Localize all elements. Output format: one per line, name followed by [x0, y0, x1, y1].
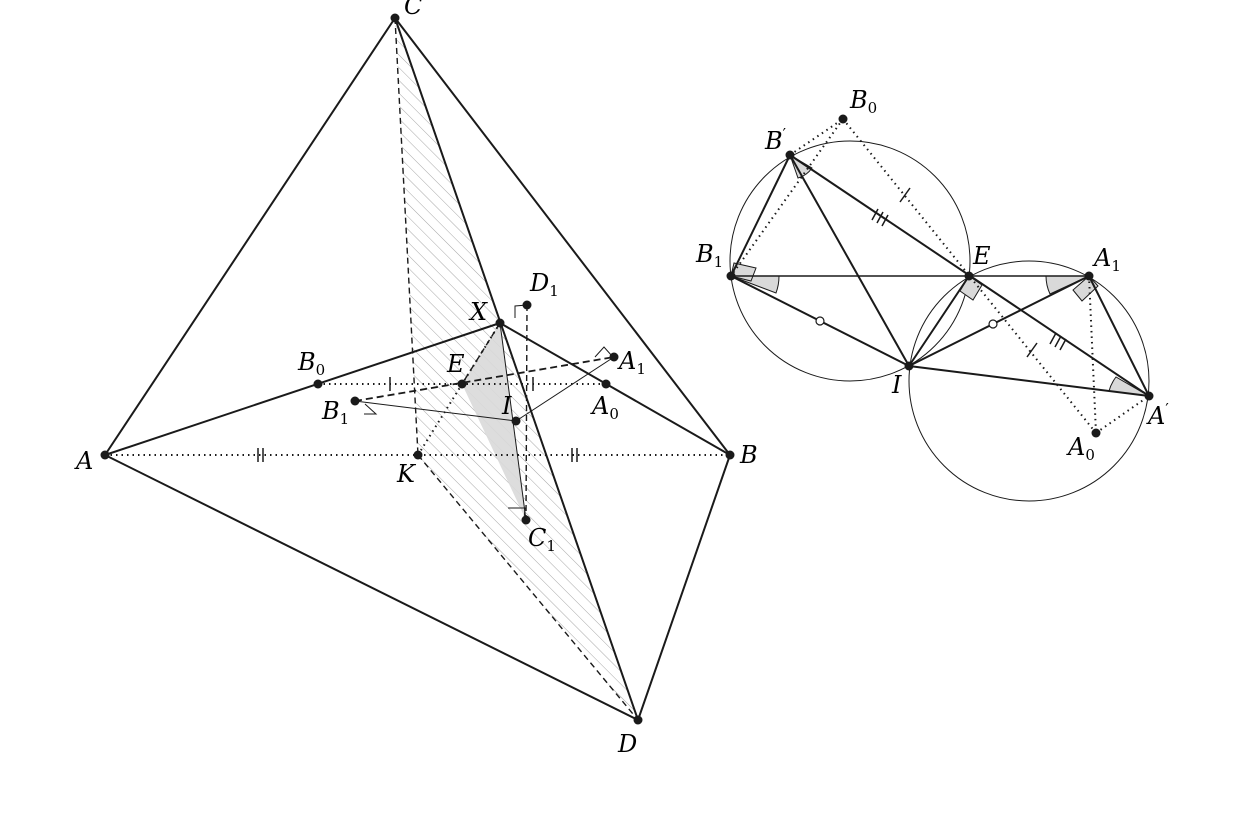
seg-I-A1	[908, 275, 1090, 367]
label-D1: D1	[529, 269, 559, 300]
hidden-D1C1	[525, 304, 528, 521]
left-labels: C A B D K X E I B0 A0 B1 A1 D1 C1	[74, 0, 758, 758]
label-X: X	[468, 298, 488, 326]
label-B0-right: B0	[849, 86, 877, 117]
dot-A0-Ap	[1095, 395, 1150, 434]
label-C1: C1	[528, 524, 556, 555]
point-Aprime	[1144, 391, 1154, 401]
hidden-CK	[394, 17, 419, 456]
equal-circle-mark	[815, 316, 825, 326]
dotted-KX	[417, 322, 501, 456]
point-I	[511, 416, 521, 426]
tick-mark	[1054, 335, 1062, 348]
right-labels: B0 B′ B1 E A1 I A′ A0	[695, 86, 1169, 464]
point-B	[725, 450, 735, 460]
point-E	[457, 379, 467, 389]
circles-figure	[729, 118, 1150, 502]
label-A1-right: A1	[1092, 244, 1121, 275]
right-points	[726, 114, 1154, 438]
point-B1-right	[726, 271, 736, 281]
label-B: B	[739, 441, 758, 469]
edge-AD	[104, 454, 639, 721]
seg-Bp-I	[789, 154, 910, 367]
point-A0-right	[1091, 428, 1101, 438]
point-I-right	[904, 361, 914, 371]
edge-CB	[394, 17, 731, 456]
label-A0-right: A0	[1066, 433, 1095, 464]
tick-mark	[1059, 338, 1067, 351]
label-A: A	[74, 447, 93, 475]
hatched-plane	[395, 18, 638, 720]
seg-A1-Ap	[1088, 275, 1150, 397]
equal-circle-mark	[988, 319, 998, 329]
thin-IA1	[515, 356, 615, 422]
edge-CA	[104, 17, 396, 456]
point-B0-right	[838, 114, 848, 124]
point-C	[390, 13, 400, 23]
angle-marker	[789, 153, 813, 179]
label-E: E	[446, 350, 465, 378]
point-D1	[522, 300, 532, 310]
tick-mark	[1049, 332, 1057, 345]
point-X	[495, 318, 505, 328]
point-Bprime	[785, 150, 795, 160]
point-C1	[521, 515, 531, 525]
label-E-right: E	[972, 242, 991, 270]
label-Aprime: A′	[1146, 400, 1169, 430]
point-B1	[350, 396, 360, 406]
tetrahedron-figure	[104, 17, 731, 721]
point-A1	[609, 352, 619, 362]
circle-right	[908, 260, 1150, 502]
thin-IB1	[354, 400, 517, 422]
shaded-triangle	[462, 323, 526, 520]
seg-I-E	[908, 275, 970, 367]
edge-XB	[499, 322, 731, 456]
dot-A1-A0	[1088, 275, 1097, 434]
point-E-right	[964, 271, 974, 281]
dot-B0-B1	[730, 118, 844, 277]
label-D: D	[617, 730, 637, 758]
label-Bprime: B′	[764, 125, 787, 155]
hidden-KD	[417, 454, 639, 721]
label-B1: B1	[321, 397, 349, 428]
label-B1-right: B1	[695, 240, 723, 271]
right-angle-mark	[364, 403, 378, 415]
tick-mark	[876, 211, 884, 224]
dot-Bp-B0	[789, 118, 844, 156]
tick-mark	[881, 214, 889, 227]
left-points	[100, 13, 735, 725]
point-A1-right	[1084, 271, 1094, 281]
point-B0	[313, 379, 323, 389]
right-angle-mark	[594, 346, 613, 358]
label-K: K	[396, 460, 417, 488]
circle-left	[729, 140, 971, 382]
point-A	[100, 450, 110, 460]
label-A1: A1	[617, 347, 646, 378]
point-D	[633, 715, 643, 725]
dot-B0-A0	[842, 118, 1097, 434]
tick-mark	[1026, 342, 1038, 358]
label-B0: B0	[297, 348, 325, 379]
label-A0: A0	[590, 392, 619, 423]
label-C: C	[404, 0, 422, 20]
tick-mark	[899, 187, 911, 203]
seg-I-Ap	[908, 365, 1150, 397]
point-A0	[601, 379, 611, 389]
edge-BD	[637, 454, 731, 721]
label-I: I	[501, 392, 512, 420]
label-I-right: I	[891, 371, 902, 399]
edge-CD	[394, 17, 639, 721]
point-K	[413, 450, 423, 460]
edge-AX	[104, 322, 501, 456]
tick-mark	[871, 208, 879, 221]
seg-Bp-B1	[730, 154, 791, 277]
